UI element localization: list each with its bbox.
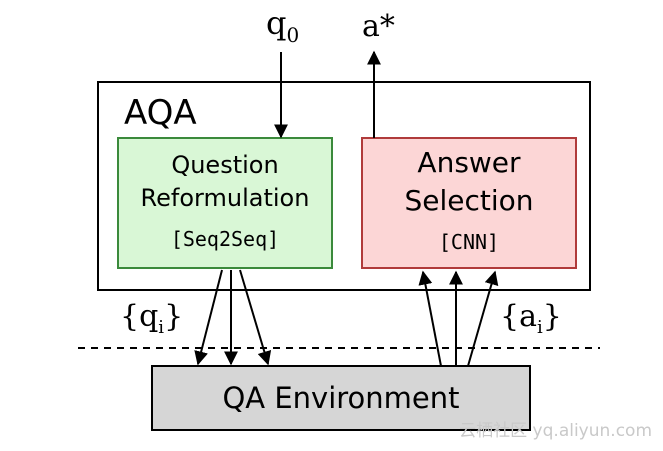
output-answer-label: a* bbox=[362, 9, 395, 44]
qa-environment-label: QA Environment bbox=[222, 381, 459, 415]
answers-label: {ai} bbox=[500, 299, 562, 338]
question-reformulation-model: [Seq2Seq] bbox=[171, 227, 279, 251]
aqa-label: AQA bbox=[124, 93, 197, 133]
answer-arrow-right bbox=[467, 270, 499, 367]
qa-environment-box bbox=[151, 365, 531, 431]
answer-selection-model: [CNN] bbox=[439, 230, 499, 254]
answer-arrow-left bbox=[418, 270, 442, 367]
question-reformulation-line2: Reformulation bbox=[141, 184, 310, 212]
watermark: 云栖社区 yq.aliyun.com bbox=[459, 421, 652, 441]
question-reformulation-line1: Question bbox=[171, 151, 278, 179]
input-query-label: q0 bbox=[266, 4, 299, 47]
reformulations-label: {qi} bbox=[120, 299, 183, 338]
answer-selection-line1: Answer bbox=[417, 146, 521, 179]
answer-selection-box bbox=[361, 137, 577, 269]
question-reformulation-box bbox=[117, 137, 333, 269]
answer-selection-line2: Selection bbox=[404, 184, 533, 217]
